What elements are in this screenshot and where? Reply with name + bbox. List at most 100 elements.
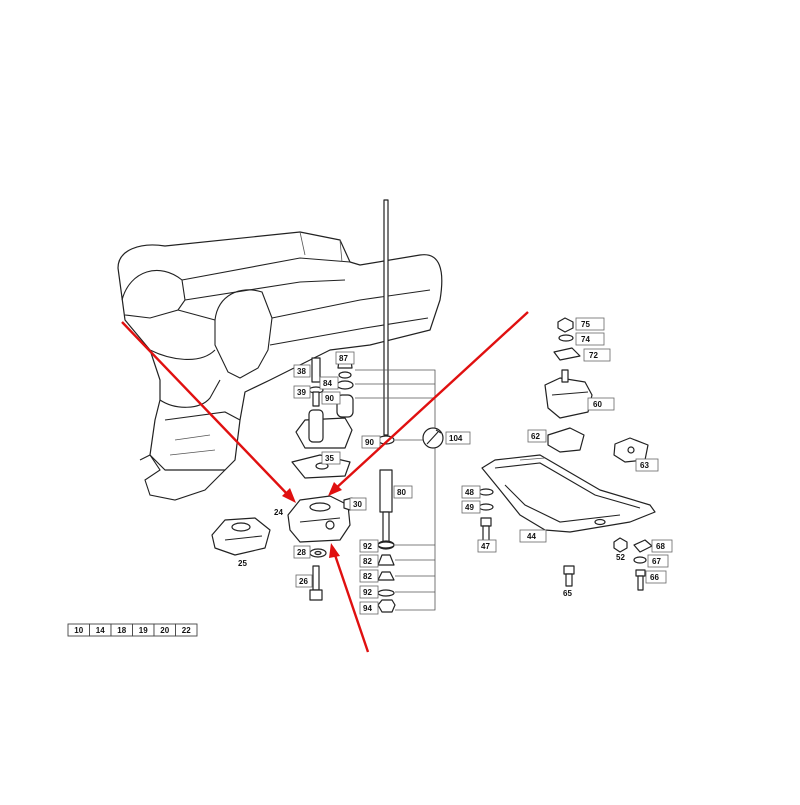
part-47-bolt: [480, 517, 492, 543]
engine-block-outline: [117, 231, 443, 501]
part-label-84: 84: [319, 376, 339, 390]
part-label-94: 94: [359, 601, 379, 615]
part-28-washer: [309, 548, 327, 558]
svg-text:47: 47: [481, 542, 490, 551]
reference-cell: 10: [67, 623, 90, 637]
reference-cell: 18: [110, 623, 133, 637]
part-80-shock-absorber: [377, 199, 395, 550]
part-label-72: 72: [583, 348, 611, 362]
upper-mount-stack: [295, 357, 354, 449]
reference-cell: 22: [175, 623, 198, 637]
part-62-bracket: [547, 427, 585, 453]
part-label-24: 24: [274, 508, 283, 517]
svg-text:26: 26: [299, 577, 308, 586]
reference-number: 18: [117, 626, 126, 635]
part-label-25: 25: [238, 559, 247, 568]
part-label-48: 48: [461, 485, 481, 499]
svg-text:49: 49: [465, 503, 474, 512]
part-24-engine-mount: [287, 495, 351, 543]
reference-number: 14: [96, 626, 105, 635]
svg-text:92: 92: [363, 588, 372, 597]
reference-cell: 20: [153, 623, 176, 637]
svg-text:30: 30: [353, 500, 362, 509]
reference-cell: 14: [89, 623, 112, 637]
part-label-92-upper: 92: [359, 539, 379, 553]
wrench-icon: [422, 427, 444, 449]
part-label-68: 68: [651, 539, 673, 553]
part-label-62: 62: [527, 429, 547, 443]
arrow-from-right: [333, 311, 529, 491]
part-label-26: 26: [295, 574, 313, 588]
svg-text:38: 38: [297, 367, 306, 376]
svg-text:39: 39: [297, 388, 306, 397]
svg-text:90: 90: [325, 394, 334, 403]
part-60-transmission-mount: [544, 369, 593, 419]
arrow-from-below: [332, 551, 370, 653]
svg-text:67: 67: [652, 557, 661, 566]
part-26-bolt: [309, 565, 323, 601]
part-label-104: 104: [445, 431, 471, 445]
part-44-crossmember: [481, 454, 656, 533]
part-label-74: 74: [575, 332, 605, 346]
reference-cell: 19: [132, 623, 155, 637]
reference-number: 20: [160, 626, 169, 635]
part-65-bolt: [563, 565, 575, 587]
svg-text:60: 60: [593, 400, 602, 409]
leader-bracket: [355, 369, 436, 611]
part-72-plate: [553, 347, 581, 361]
svg-text:75: 75: [581, 320, 590, 329]
reference-row: 10 14 18 19 20 22: [67, 623, 198, 637]
svg-text:62: 62: [531, 432, 540, 441]
svg-text:52: 52: [616, 553, 625, 562]
svg-text:92: 92: [363, 542, 372, 551]
svg-text:104: 104: [449, 434, 463, 443]
part-label-47: 47: [477, 539, 497, 553]
svg-text:94: 94: [363, 604, 372, 613]
part-68-clip: [633, 539, 653, 553]
part-label-82-upper: 82: [359, 554, 379, 568]
svg-text:24: 24: [274, 508, 283, 517]
part-label-52: 52: [616, 553, 625, 562]
svg-text:48: 48: [465, 488, 474, 497]
part-66-bolt: [635, 569, 646, 591]
svg-text:44: 44: [527, 532, 536, 541]
part-label-80: 80: [393, 485, 413, 499]
part-label-44: 44: [519, 529, 547, 543]
part-74-washer: [558, 334, 574, 342]
arrowhead-below: [329, 543, 340, 558]
part-label-75: 75: [575, 317, 605, 331]
part-63-bracket: [613, 437, 649, 463]
part-label-30: 30: [349, 497, 367, 511]
arrowhead-left: [282, 488, 296, 503]
svg-text:80: 80: [397, 488, 406, 497]
svg-text:68: 68: [656, 542, 665, 551]
svg-text:28: 28: [297, 548, 306, 557]
part-label-28: 28: [293, 545, 311, 559]
svg-text:82: 82: [363, 557, 372, 566]
svg-text:74: 74: [581, 335, 590, 344]
reference-number: 10: [74, 626, 83, 635]
svg-text:65: 65: [563, 589, 572, 598]
part-label-87: 87: [335, 351, 355, 365]
reference-number: 19: [139, 626, 148, 635]
part-35-plate: [291, 454, 351, 479]
part-label-60: 60: [587, 397, 615, 411]
part-label-38: 38: [293, 364, 311, 378]
svg-text:35: 35: [325, 454, 334, 463]
part-label-49: 49: [461, 500, 481, 514]
part-label-65: 65: [563, 589, 572, 598]
part-label-66: 66: [645, 570, 667, 584]
part-label-92-lower: 92: [359, 585, 379, 599]
svg-text:90: 90: [365, 438, 374, 447]
part-49-washer: [478, 503, 494, 511]
svg-text:84: 84: [323, 379, 332, 388]
lower-shock-stack: [377, 541, 396, 613]
arrowhead-right: [328, 482, 342, 496]
part-label-63: 63: [635, 458, 659, 472]
part-67-washer: [633, 556, 647, 564]
part-label-39: 39: [293, 385, 311, 399]
part-label-90-lower: 90: [361, 435, 381, 449]
reference-number: 22: [182, 626, 191, 635]
